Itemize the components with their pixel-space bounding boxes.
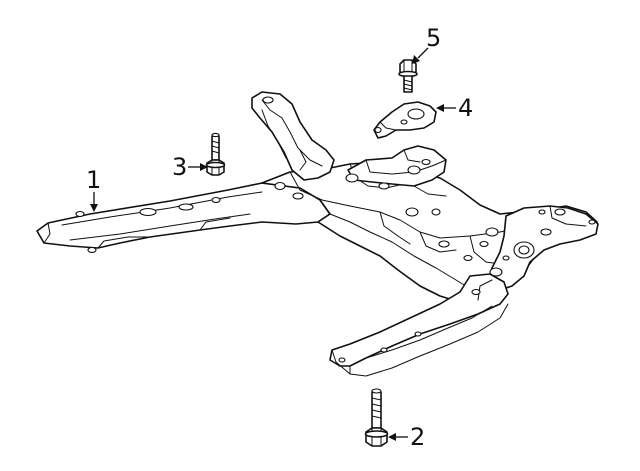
callout-1-label: 1 (86, 166, 101, 194)
callout-5-leader (417, 47, 429, 59)
subframe-right-member (489, 205, 599, 291)
subframe-upper-right-mount (347, 145, 447, 187)
callout-3: 3 (172, 153, 208, 181)
callout-4: 4 (436, 94, 473, 122)
callout-2-arrow (388, 433, 396, 441)
bolt-part-2 (364, 388, 389, 447)
callout-5-arrow (412, 55, 420, 64)
bolt-part-3 (205, 132, 226, 176)
subframe (36, 91, 599, 377)
bracket-part-4 (373, 101, 437, 139)
callout-1: 1 (86, 166, 101, 212)
callout-4-arrow (436, 104, 444, 112)
callout-2-label: 2 (410, 423, 425, 451)
callout-3-label: 3 (172, 153, 187, 181)
callout-3-arrow (200, 163, 208, 171)
subframe-left-arm (36, 182, 331, 249)
subframe-holes (75, 96, 596, 363)
callout-2: 2 (388, 423, 425, 451)
callout-4-label: 4 (458, 94, 473, 122)
callout-1-arrow (90, 204, 98, 212)
bolt-part-5 (398, 59, 418, 93)
subframe-rear-arm (329, 273, 509, 367)
callout-5: 5 (412, 24, 441, 64)
subframe-rear-tower (251, 91, 335, 181)
callout-5-label: 5 (426, 24, 441, 52)
